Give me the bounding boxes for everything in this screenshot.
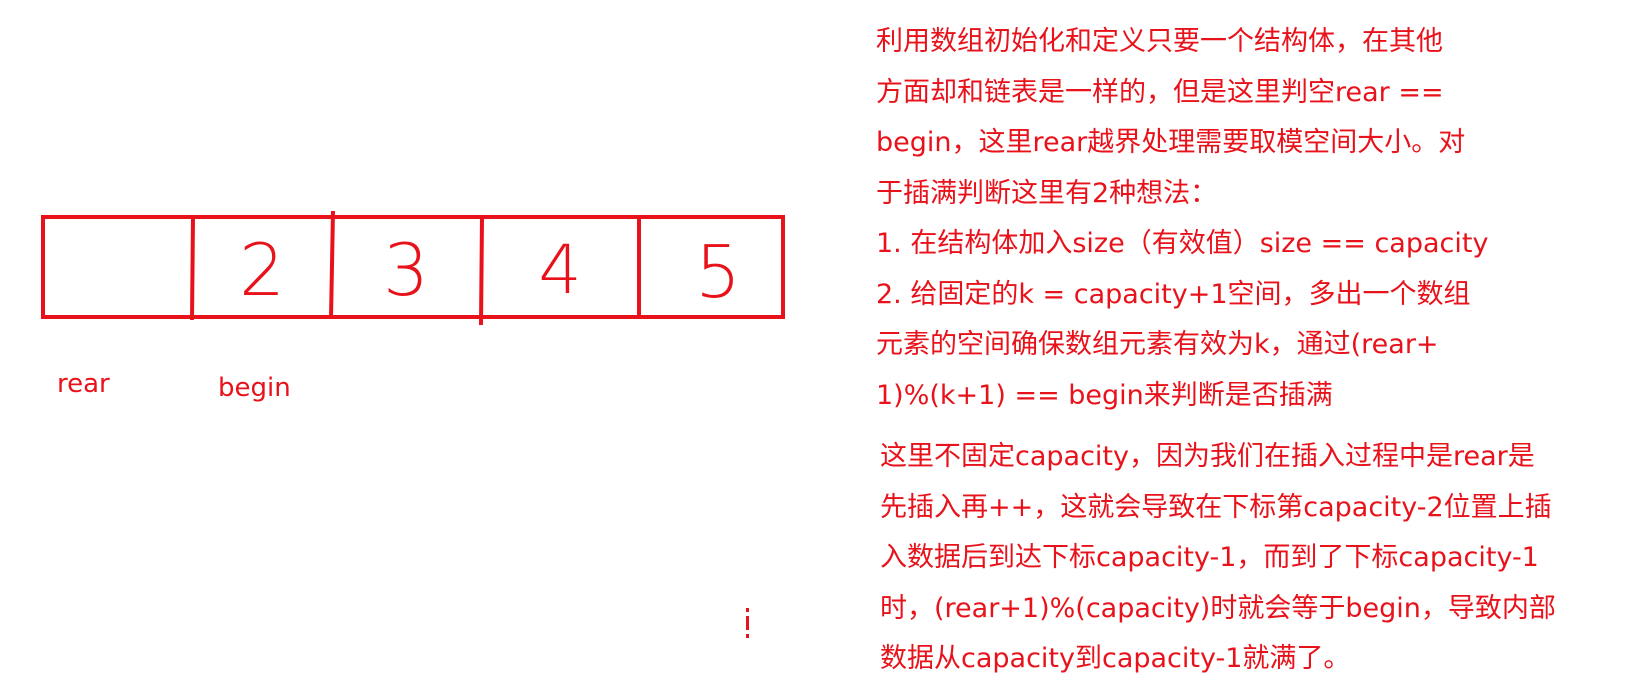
- note-primary-line: 2. 给固定的k = capacity+1空间，多出一个数组: [876, 278, 1471, 310]
- note-primary-line: 方面却和链表是一样的，但是这里判空rear ==: [876, 76, 1444, 108]
- cell-3-value: 3: [383, 228, 429, 312]
- note-secondary-line: 数据从capacity到capacity-1就满了。: [880, 643, 1351, 674]
- begin-label: begin: [218, 373, 291, 403]
- note-primary-line: 于插满判断这里有2种想法：: [876, 177, 1218, 209]
- cell-4-value: 4: [538, 231, 581, 310]
- note-primary-line: 元素的空间确保数组元素有效为k，通过(rear+: [876, 329, 1439, 360]
- cursor-marker: [746, 608, 750, 640]
- cell-2-value: 2: [239, 228, 285, 312]
- cell-divider-1: [190, 216, 195, 321]
- note-secondary-line: 入数据后到达下标capacity-1，而到了下标capacity-1: [880, 542, 1539, 573]
- note-secondary-line: 时，(rear+1)%(capacity)时就会等于begin，导致内部: [880, 592, 1556, 624]
- cell-divider-3: [479, 216, 484, 326]
- note-secondary: 这里不固定capacity，因为我们在插入过程中是rear是 先插入再++，这就…: [880, 432, 1556, 685]
- note-primary: 利用数组初始化和定义只要一个结构体，在其他 方面却和链表是一样的，但是这里判空r…: [876, 17, 1488, 421]
- array-outline: [41, 215, 785, 319]
- note-secondary-line: 这里不固定capacity，因为我们在插入过程中是rear是: [880, 441, 1535, 472]
- cell-divider-2: [329, 210, 335, 319]
- note-secondary-line: 先插入再++，这就会导致在下标第capacity-2位置上插: [880, 491, 1552, 523]
- note-primary-line: 1)%(k+1) == begin来判断是否插满: [876, 379, 1333, 411]
- note-primary-line: 1. 在结构体加入size（有效值）size == capacity: [876, 228, 1489, 259]
- note-primary-line: 利用数组初始化和定义只要一个结构体，在其他: [876, 26, 1443, 57]
- cell-5-value: 5: [695, 230, 741, 314]
- note-primary-line: begin，这里rear越界处理需要取模空间大小。对: [876, 127, 1466, 158]
- rear-label: rear: [57, 369, 110, 399]
